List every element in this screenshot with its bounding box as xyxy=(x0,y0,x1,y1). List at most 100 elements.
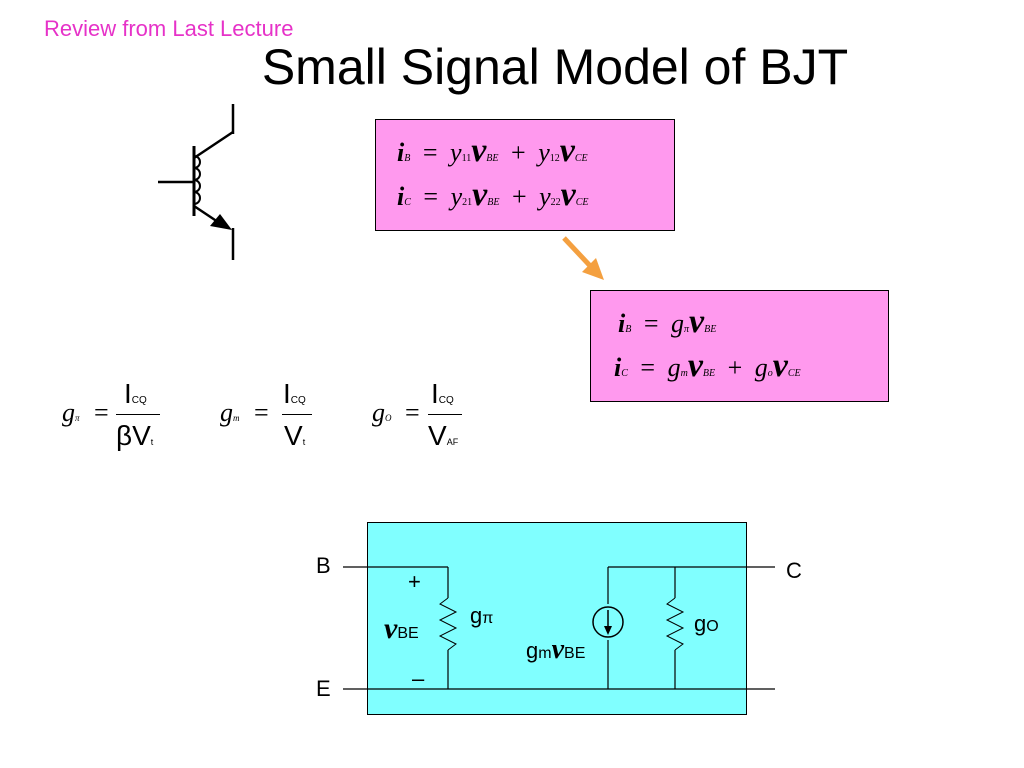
eq-subscript: o xyxy=(767,368,773,379)
eq-subscript: 12 xyxy=(549,153,560,164)
y-parameter-box xyxy=(375,119,675,231)
eq-symbol: v xyxy=(472,176,488,213)
g-equation-2: iC = gmvBE + govCE xyxy=(614,347,801,385)
go-resistor-icon xyxy=(665,597,685,651)
eq-symbol: v xyxy=(772,347,788,384)
node-e-label: E xyxy=(316,676,331,701)
eq-symbol: g xyxy=(667,353,681,382)
vbe-label: vBE xyxy=(384,612,419,646)
eq-subscript: BE xyxy=(397,625,419,642)
eq-symbol: v xyxy=(551,634,565,665)
gpi-resistor-icon xyxy=(438,597,458,651)
eq-symbol: g xyxy=(526,638,539,663)
eq-subscript: CE xyxy=(575,197,589,208)
current-source-icon xyxy=(592,606,624,638)
eq-subscript: CE xyxy=(574,153,588,164)
eq-symbol: v xyxy=(559,132,575,169)
gpi-fraction-bar xyxy=(116,414,160,415)
g-equation-1: iB = gπvBE xyxy=(618,303,716,341)
eq-symbol: V xyxy=(284,420,303,451)
transition-arrow-icon xyxy=(562,236,604,280)
y-equation-1: iB = y11vBE + y12vCE xyxy=(397,132,588,170)
gpi-equals: = xyxy=(94,398,109,427)
gm-equals: = xyxy=(254,398,269,427)
slide-title: Small Signal Model of BJT xyxy=(261,39,849,95)
eq-subscript: CE xyxy=(787,368,801,379)
eq-subscript: π xyxy=(75,413,80,423)
node-c-label: C xyxy=(786,558,802,583)
current-source-arrow-icon xyxy=(604,626,612,635)
gm-fraction-bar xyxy=(282,414,312,415)
eq-sign: = xyxy=(640,353,656,382)
eq-subscript: π xyxy=(482,610,494,627)
plus-label: + xyxy=(408,569,421,594)
eq-symbol: V xyxy=(428,420,447,451)
node-b-label: B xyxy=(316,553,331,578)
eq-sign: = xyxy=(422,138,438,167)
eq-subscript: 22 xyxy=(550,197,561,208)
eq-symbol: i xyxy=(614,353,622,382)
gpi-denominator: βVt xyxy=(116,420,153,452)
eq-sign: = xyxy=(643,309,659,338)
eq-subscript: m xyxy=(680,368,688,379)
arrow-head xyxy=(582,258,604,280)
gm-vbe-label: gmvBE xyxy=(526,634,585,666)
eq-subscript: CQ xyxy=(438,395,454,406)
gm-lhs: gm xyxy=(220,398,240,428)
eq-subscript: BE xyxy=(486,153,499,164)
emitter-arrow-icon xyxy=(210,214,232,230)
g-parameter-box xyxy=(590,290,889,402)
go-label: gO xyxy=(694,611,719,637)
emitter-line xyxy=(193,204,219,224)
eq-subscript: BE xyxy=(702,368,716,379)
eq-symbol: v xyxy=(471,132,487,169)
eq-subscript: BE xyxy=(704,324,717,335)
go-equals: = xyxy=(405,398,420,427)
base-coil xyxy=(193,155,201,205)
bjt-symbol xyxy=(158,104,235,260)
eq-subscript: t xyxy=(150,437,154,447)
circuit-box xyxy=(367,522,747,715)
gpi-label: gπ xyxy=(470,603,493,629)
eq-symbol: I xyxy=(431,378,439,409)
eq-symbol: g xyxy=(220,398,233,427)
eq-symbol: i xyxy=(618,309,626,338)
eq-symbol: g xyxy=(62,398,75,427)
collector-line xyxy=(193,130,234,160)
eq-symbol: g xyxy=(694,611,707,636)
review-label: Review from Last Lecture xyxy=(44,16,294,41)
eq-symbol: g xyxy=(671,309,685,338)
eq-subscript: π xyxy=(684,324,690,335)
gpi-numerator: ICQ xyxy=(124,378,147,410)
eq-symbol: y xyxy=(450,182,463,211)
eq-plus: + xyxy=(511,182,527,211)
eq-symbol: I xyxy=(124,378,132,409)
eq-plus: + xyxy=(511,138,526,167)
eq-subscript: BE xyxy=(564,645,586,662)
go-lhs: gO xyxy=(372,398,392,428)
eq-symbol: v xyxy=(687,347,703,384)
arrow-shaft xyxy=(562,236,596,272)
eq-subscript: B xyxy=(625,324,632,335)
eq-symbol: βV xyxy=(116,420,151,451)
eq-plus: + xyxy=(727,353,743,382)
eq-sign: = xyxy=(423,182,439,211)
eq-symbol: y xyxy=(538,138,550,167)
go-numerator: ICQ xyxy=(431,378,454,410)
eq-subscript: m xyxy=(233,413,240,423)
eq-subscript: O xyxy=(385,413,392,423)
eq-subscript: 21 xyxy=(462,197,473,208)
eq-symbol: g xyxy=(754,353,768,382)
eq-subscript: C xyxy=(404,197,411,208)
eq-symbol: g xyxy=(372,398,385,427)
eq-symbol: i xyxy=(397,182,405,211)
eq-subscript: C xyxy=(621,368,628,379)
eq-symbol: g xyxy=(470,603,483,628)
eq-symbol: v xyxy=(560,176,576,213)
eq-subscript: O xyxy=(706,618,719,635)
eq-subscript: m xyxy=(538,645,552,662)
eq-symbol: y xyxy=(539,182,551,211)
go-denominator: VAF xyxy=(428,420,458,452)
eq-symbol: i xyxy=(397,138,405,167)
